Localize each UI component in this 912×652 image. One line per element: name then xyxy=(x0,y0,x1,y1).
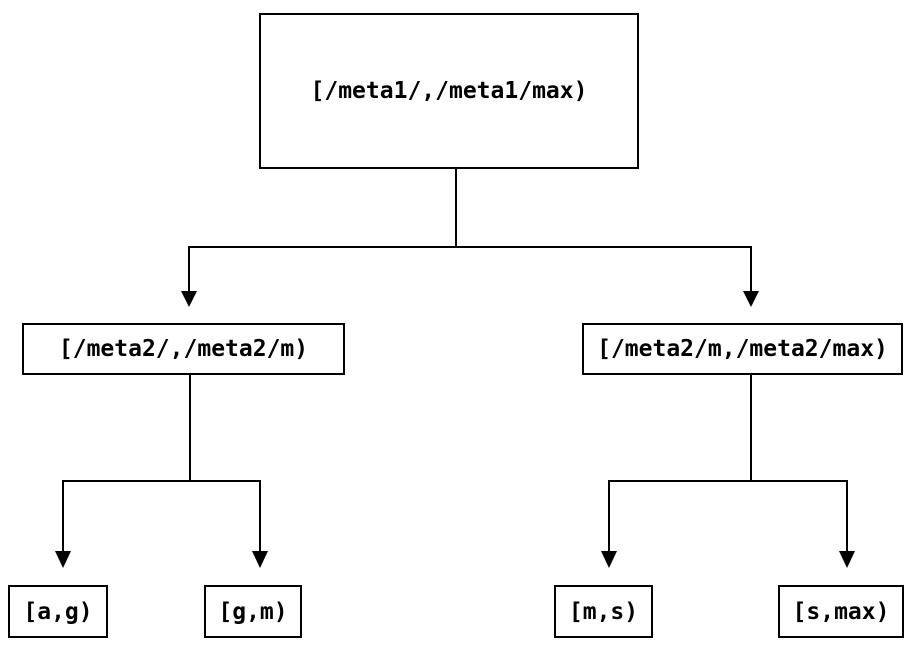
arrow-down-icon xyxy=(743,291,759,307)
node-leaf-m-s: [m,s) xyxy=(554,585,653,638)
node-meta2-high-range-label: [/meta2/m,/meta2/max) xyxy=(597,336,888,362)
node-leaf-g-m-label: [g,m) xyxy=(218,598,288,625)
node-leaf-s-max: [s,max) xyxy=(778,585,904,638)
node-leaf-m-s-label: [m,s) xyxy=(568,598,639,625)
arrow-down-icon xyxy=(839,551,855,568)
edge-meta2-hi-branch xyxy=(608,480,848,551)
node-meta2-low-range-label: [/meta2/,/meta2/m) xyxy=(58,336,309,362)
node-leaf-s-max-label: [s,max) xyxy=(792,598,890,625)
edge-meta2-lo-branch xyxy=(62,480,261,551)
node-meta1-range-label: [/meta1/,/meta1/max) xyxy=(310,78,588,104)
node-meta2-high-range: [/meta2/m,/meta2/max) xyxy=(582,323,903,375)
node-meta2-low-range: [/meta2/,/meta2/m) xyxy=(22,323,345,375)
arrow-down-icon xyxy=(55,551,71,568)
node-leaf-g-m: [g,m) xyxy=(204,585,302,638)
arrow-down-icon xyxy=(181,291,197,307)
node-leaf-a-g-label: [a,g) xyxy=(23,598,93,625)
arrow-down-icon xyxy=(601,551,617,568)
node-leaf-a-g: [a,g) xyxy=(8,585,108,638)
edge-root-branch xyxy=(188,246,752,291)
arrow-down-icon xyxy=(252,551,268,568)
node-meta1-range: [/meta1/,/meta1/max) xyxy=(259,13,639,169)
